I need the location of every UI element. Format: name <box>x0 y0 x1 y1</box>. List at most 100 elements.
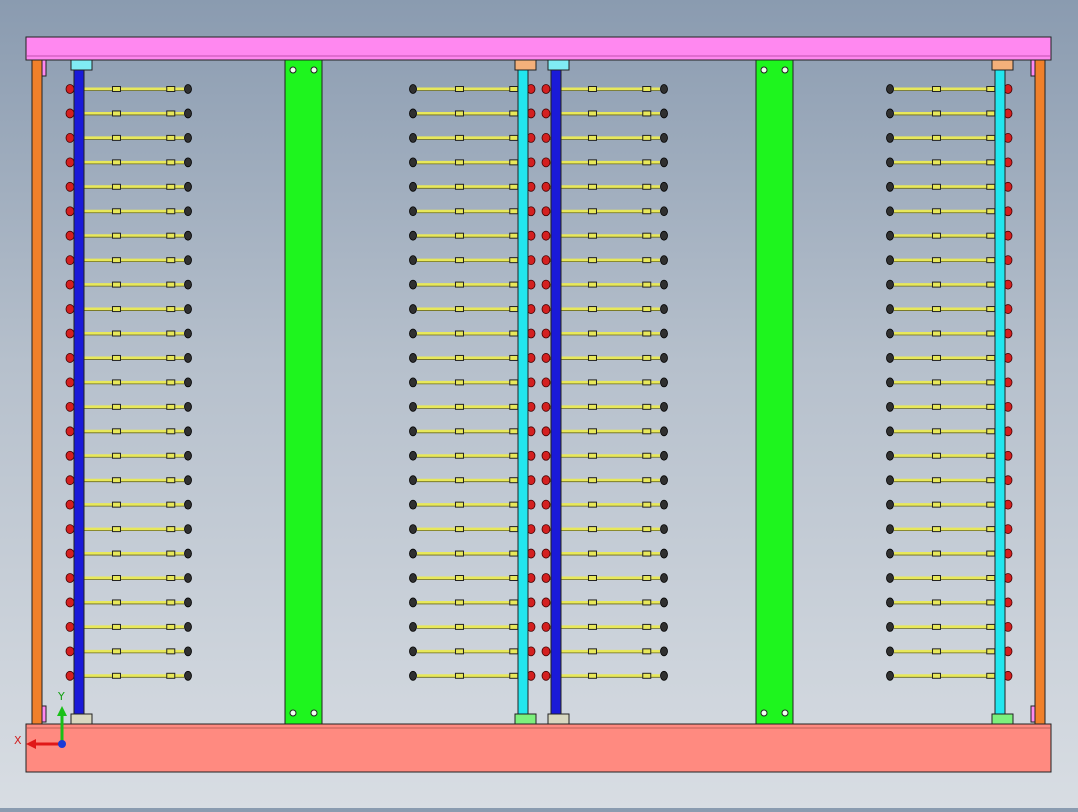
bolt-sleeve <box>642 232 652 239</box>
bolt-nut-black <box>886 353 894 363</box>
bolt-nut-red <box>541 450 551 461</box>
bolt-sleeve <box>509 526 519 533</box>
bolt-sleeve <box>111 379 121 386</box>
green-post-hole <box>310 709 318 717</box>
bolt-nut-red <box>65 181 75 192</box>
bolt-nut-red <box>65 524 75 534</box>
bolt-sleeve <box>587 232 597 239</box>
bolt-nut-red <box>541 157 551 168</box>
bolt-nut-red <box>541 279 551 290</box>
bolt-nut-black <box>660 573 668 583</box>
bolt-nut-red <box>65 450 75 461</box>
bolt-sleeve <box>454 452 464 459</box>
bolt-nut-black <box>886 499 894 510</box>
bolt-nut-red <box>65 132 75 143</box>
bolt-sleeve <box>454 257 464 264</box>
bolt-nut-black <box>660 181 668 192</box>
bolt-nut-red <box>65 499 75 510</box>
bolt-nut-red <box>541 230 551 241</box>
bolt-sleeve <box>642 550 652 557</box>
bolt-sleeve <box>166 257 176 264</box>
bolt-sleeve <box>986 379 996 386</box>
bolt-nut-black <box>886 157 894 168</box>
rod-blue-right-cap <box>547 59 570 71</box>
bolt-nut-black <box>660 646 668 657</box>
bolt-sleeve <box>642 306 652 313</box>
bolt-sleeve <box>587 354 597 361</box>
bolt-nut-red <box>541 84 551 94</box>
bolt-sleeve <box>642 428 652 435</box>
bolt-sleeve <box>642 86 652 92</box>
bolt-sleeve <box>166 159 176 166</box>
bolt-nut-black <box>184 622 192 632</box>
bolt-nut-black <box>184 548 192 559</box>
bolt-nut-black <box>886 84 894 94</box>
bolt-nut-black <box>660 670 668 681</box>
bolt-nut-red <box>541 597 551 608</box>
bolt-nut-black <box>184 157 192 168</box>
bolt-nut-black <box>409 573 417 583</box>
bolt-nut-black <box>660 499 668 510</box>
top-beam <box>25 36 1052 61</box>
bolt-nut-red <box>541 646 551 657</box>
bolt-sleeve <box>642 526 652 533</box>
bolt-sleeve <box>986 575 996 581</box>
bolt-nut-black <box>409 353 417 363</box>
bolt-nut-black <box>184 255 192 266</box>
bolt-nut-black <box>660 548 668 559</box>
bolt-sleeve <box>509 648 519 655</box>
bolt-nut-black <box>660 304 668 314</box>
bolt-sleeve <box>166 208 176 215</box>
bolt-sleeve <box>509 599 519 606</box>
bolt-sleeve <box>509 159 519 166</box>
bolt-sleeve <box>166 550 176 557</box>
bolt-sleeve <box>931 477 941 484</box>
bolt-nut-black <box>184 499 192 510</box>
bolt-sleeve <box>642 281 652 288</box>
bolt-nut-black <box>660 132 668 143</box>
bolt-sleeve <box>931 403 941 410</box>
bolt-nut-black <box>184 279 192 290</box>
bolt-sleeve <box>931 550 941 557</box>
bolt-sleeve <box>642 501 652 508</box>
bolt-sleeve <box>509 623 519 630</box>
bolt-sleeve <box>454 501 464 508</box>
bolt-nut-black <box>184 377 192 388</box>
bolt-nut-black <box>660 206 668 217</box>
bolt-sleeve <box>509 183 519 190</box>
bolt-nut-black <box>184 597 192 608</box>
bolt-sleeve <box>931 648 941 655</box>
bolt-sleeve <box>509 575 519 581</box>
bolt-nut-black <box>886 426 894 437</box>
bolt-sleeve <box>509 306 519 313</box>
bolt-sleeve <box>509 257 519 264</box>
bolt-sleeve <box>454 648 464 655</box>
bolt-sleeve <box>111 672 121 679</box>
rod-cyan-left-foot <box>514 713 537 725</box>
bolt-nut-black <box>409 548 417 559</box>
bolt-sleeve <box>111 501 121 508</box>
bolt-sleeve <box>642 648 652 655</box>
bolt-sleeve <box>454 281 464 288</box>
bolt-sleeve <box>931 281 941 288</box>
bolt-sleeve <box>986 403 996 410</box>
coordinate-triad: X Y <box>14 690 67 749</box>
bolt-sleeve <box>509 86 519 92</box>
bolt-nut-red <box>541 548 551 559</box>
bolt-sleeve <box>931 623 941 630</box>
bolt-nut-black <box>886 597 894 608</box>
bolt-sleeve <box>587 575 597 581</box>
bolt-nut-red <box>65 157 75 168</box>
bolt-nut-red <box>65 255 75 266</box>
bolt-sleeve <box>986 281 996 288</box>
bolt-nut-red <box>541 255 551 266</box>
bolt-nut-black <box>409 597 417 608</box>
bolt-nut-red <box>65 401 75 412</box>
bolt-sleeve <box>642 159 652 166</box>
bolt-sleeve <box>166 306 176 313</box>
green-post-hole <box>760 709 768 717</box>
bolt-nut-black <box>409 255 417 266</box>
bolt-sleeve <box>986 330 996 337</box>
